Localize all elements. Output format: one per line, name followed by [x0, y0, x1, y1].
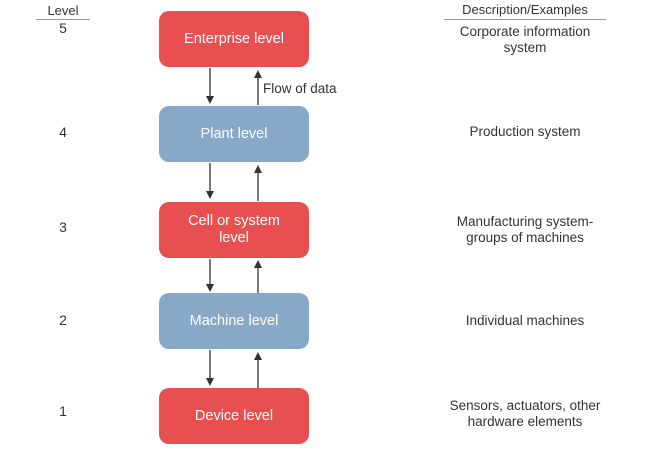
enterprise-level-box: Enterprise level — [159, 11, 309, 67]
machine-level-description: Individual machines — [465, 313, 585, 328]
cell-system-level-label: Cell or system level — [188, 213, 280, 246]
level-number-2: 2 — [59, 312, 67, 328]
description-header-divider — [444, 19, 606, 20]
level-header-divider — [36, 19, 90, 20]
plant-level-description: Production system — [469, 124, 581, 139]
arrows-4-3 — [206, 163, 262, 201]
arrows-5-4 — [206, 68, 262, 105]
arrows-3-2 — [206, 259, 262, 293]
level-column-header: Level — [47, 3, 79, 18]
plant-level-box: Plant level — [159, 106, 309, 162]
device-level-box: Device level — [159, 388, 309, 444]
cell-system-level-box: Cell or system level — [159, 202, 309, 258]
level-number-1: 1 — [59, 403, 67, 419]
cell-system-level-description: Manufacturing system- groups of machines — [456, 214, 594, 245]
description-column-header: Description/Examples — [462, 2, 588, 17]
machine-level-label: Machine level — [189, 312, 279, 329]
device-level-description: Sensors, actuators, other hardware eleme… — [449, 398, 601, 429]
enterprise-level-description: Corporate information system — [459, 24, 591, 55]
level-number-5: 5 — [59, 20, 67, 36]
level-number-3: 3 — [59, 219, 67, 235]
level-number-4: 4 — [59, 124, 67, 140]
plant-level-label: Plant level — [200, 125, 268, 142]
arrows-2-1 — [206, 350, 262, 388]
machine-level-box: Machine level — [159, 293, 309, 349]
device-level-label: Device level — [194, 407, 274, 424]
flow-of-data-label: Flow of data — [263, 81, 337, 96]
enterprise-level-label: Enterprise level — [184, 30, 284, 47]
